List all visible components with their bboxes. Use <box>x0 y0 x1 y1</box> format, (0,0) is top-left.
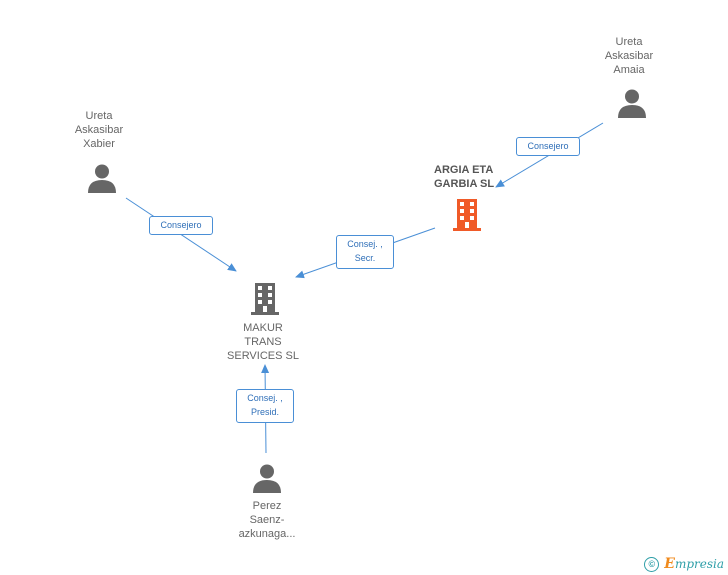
building-icon[interactable] <box>249 281 281 316</box>
edge-label-perez-makur[interactable]: Consej. , Presid. <box>236 389 294 423</box>
person-icon[interactable] <box>87 163 117 193</box>
company-label-makur[interactable]: MAKUR TRANS SERVICES SL <box>227 322 299 362</box>
brand-initial: E <box>664 556 675 572</box>
person-icon[interactable] <box>617 88 647 118</box>
footer: © Empresia <box>644 555 724 573</box>
brand-logo[interactable]: Empresia <box>664 556 724 572</box>
person-icon[interactable] <box>252 463 282 493</box>
person-label-amaia[interactable]: Ureta Askasibar Amaia <box>604 36 654 76</box>
copyright-icon: © <box>644 556 660 572</box>
brand-name: mpresia <box>674 557 724 571</box>
person-label-perez[interactable]: Perez Saenz- azkunaga... <box>238 500 296 540</box>
building-icon[interactable] <box>451 197 483 232</box>
edge-label-argia-makur[interactable]: Consej. , Secr. <box>336 235 394 269</box>
edge-label-amaia-argia[interactable]: Consejero <box>516 137 580 156</box>
person-label-xabier[interactable]: Ureta Askasibar Xabier <box>74 110 124 150</box>
edge-label-xabier-makur[interactable]: Consejero <box>149 216 213 235</box>
company-label-argia[interactable]: ARGIA ETA GARBIA SL <box>434 164 495 190</box>
